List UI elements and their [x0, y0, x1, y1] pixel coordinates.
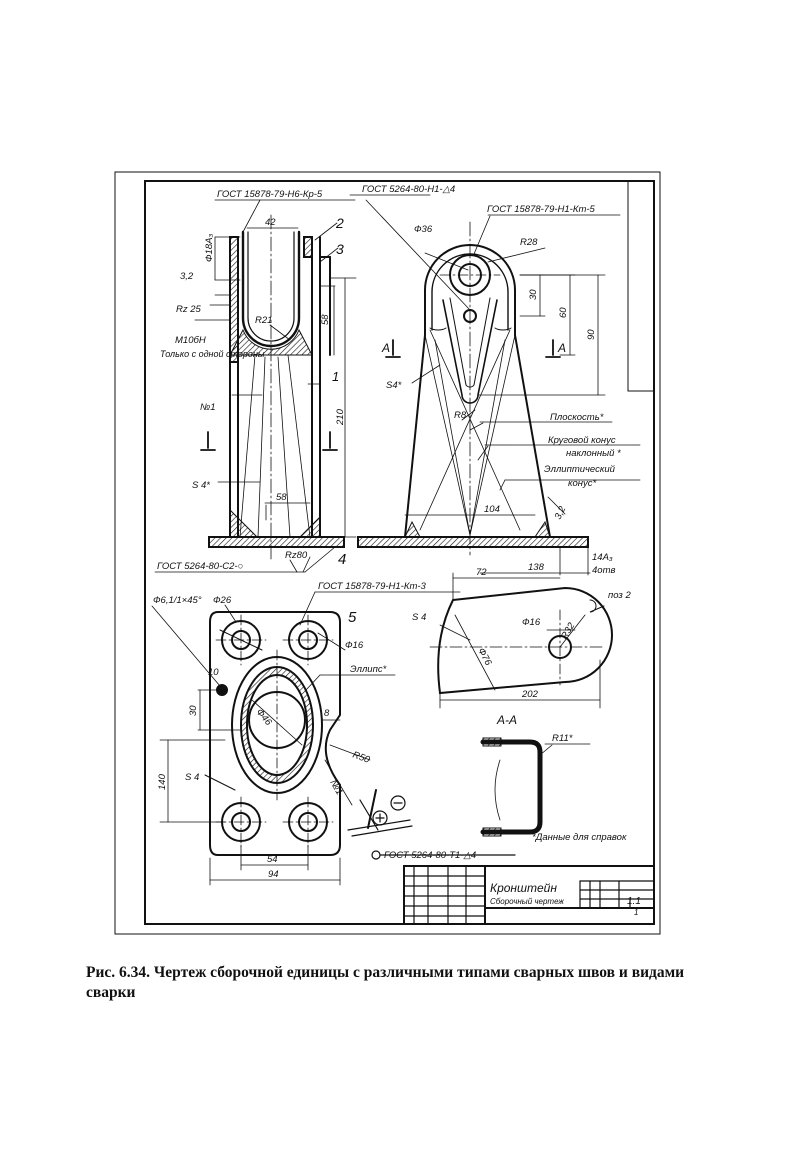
- label-detail-pos2: поз 2: [608, 590, 631, 601]
- dim-90: 90: [586, 329, 597, 340]
- note-reference-data: *Данные для справок: [532, 832, 627, 843]
- detail-arrow-icon: [589, 599, 605, 613]
- assembly-drawing-sheet: ГОСТ 15878-79-Н6-Кр-5 ГОСТ 5264-80-Н1-△4…: [114, 171, 661, 935]
- dim-d26: Ф26: [213, 595, 232, 606]
- label-section-a-a: А-А: [496, 713, 517, 727]
- dim-138: 138: [528, 562, 545, 573]
- title-block-frame: [403, 865, 655, 925]
- dim-r11: R11*: [552, 733, 573, 744]
- note-ellipse: Эллипс*: [350, 664, 387, 675]
- dim-d16-detail: Ф16: [522, 617, 541, 628]
- dim-60: 60: [558, 307, 569, 318]
- dim-30: 30: [528, 289, 539, 300]
- part-number-1: 1: [332, 369, 339, 384]
- dim-3-2-side: 3,2: [553, 504, 569, 521]
- note-circular-cone-1: Круговой конус: [548, 435, 616, 446]
- front-base-plate: [208, 536, 345, 548]
- dim-s4-side: S4*: [386, 380, 402, 391]
- plan-view: [209, 611, 341, 856]
- label-section-a-right: А: [557, 341, 566, 355]
- dim-s4-detail: S 4: [412, 612, 426, 623]
- dim-d76: Ф76: [475, 646, 494, 668]
- part-number-3: 3: [336, 241, 344, 257]
- dim-58-horizontal: 58: [276, 492, 287, 503]
- weld-standard-top-right: ГОСТ 15878-79-Н1-Кт-5: [487, 204, 596, 215]
- detail-pos2: [437, 586, 613, 695]
- dim-72: 72: [476, 567, 487, 578]
- title-block-name: Кронштейн: [490, 881, 557, 895]
- dim-140: 140: [157, 773, 168, 790]
- dim-58-vertical: 58: [320, 314, 331, 325]
- side-view: [357, 244, 589, 548]
- plan-outline: [209, 611, 341, 856]
- side-base-plate: [357, 536, 589, 548]
- dim-d36: Ф36: [414, 224, 433, 235]
- section-a-a: [480, 737, 543, 837]
- frame-corner-box: [627, 180, 655, 392]
- dim-chamfer: Ф6,1/1×45°: [153, 595, 202, 606]
- dim-hole-18: Ф18А₃: [204, 234, 215, 262]
- weld-standard-bottom-left: ГОСТ 5264-80-С2-○: [157, 561, 243, 572]
- dim-4-holes: 4отв: [592, 565, 615, 576]
- dim-thread: М10бН: [175, 335, 206, 346]
- note-one-side: Только с одной стороны: [160, 349, 265, 359]
- weld-number-1: №1: [200, 402, 216, 413]
- dim-30-plan: 30: [188, 705, 199, 716]
- front-view: [208, 214, 345, 561]
- dim-r28: R28: [520, 237, 538, 248]
- welding-symbol: [347, 789, 516, 860]
- dim-r50: R50: [351, 749, 372, 766]
- part-number-2: 2: [335, 215, 344, 231]
- right-hatched-plate: [303, 236, 313, 258]
- sheet-outer-border: [114, 171, 661, 935]
- note-elliptic-cone-2: конус*: [568, 478, 596, 489]
- title-block-sheet: 1: [634, 908, 638, 917]
- dim-rz80: Rz80: [285, 550, 308, 561]
- weld-standard-plan: ГОСТ 15878-79-Н1-Кт-3: [318, 581, 427, 592]
- dim-104: 104: [484, 504, 500, 515]
- note-plane: Плоскость*: [550, 412, 604, 423]
- dim-r21: R21: [255, 315, 272, 326]
- weld-standard-top-mid: ГОСТ 5264-80-Н1-△4: [362, 184, 455, 195]
- dim-210: 210: [335, 408, 346, 426]
- dim-10: 10: [208, 667, 219, 678]
- plus-terminal: [372, 810, 388, 826]
- u-shaped-insert: [241, 230, 301, 348]
- dim-r8: R8: [454, 410, 467, 421]
- dim-s4-plan: S 4: [185, 772, 199, 783]
- dim-54: 54: [267, 854, 278, 865]
- note-elliptic-cone-1: Эллиптический: [544, 464, 616, 475]
- dim-94: 94: [268, 869, 279, 880]
- title-block-scale: 1:1: [627, 896, 641, 907]
- dim-d16-plan: Ф16: [345, 640, 364, 651]
- dim-42: 42: [265, 217, 276, 228]
- dim-roughness-32: 3,2: [180, 271, 194, 282]
- weld-standard-top-left: ГОСТ 15878-79-Н6-Кр-5: [217, 189, 323, 200]
- section-profile: [480, 739, 543, 835]
- minus-terminal: [390, 795, 406, 811]
- weld-number-1-plan: №1: [327, 778, 344, 797]
- dim-rz25: Rz 25: [176, 304, 202, 315]
- label-section-a-left: А: [381, 341, 390, 355]
- detail-plate-outline: [437, 586, 613, 695]
- note-circular-cone-2: наклонный *: [566, 448, 621, 459]
- dim-14a3: 14А₃: [592, 552, 613, 563]
- weld-standard-bottom: ГОСТ 5264-80-Т1-△4: [384, 850, 476, 861]
- figure-caption: Рис. 6.34. Чертеж сборочной единицы с ра…: [86, 964, 685, 1001]
- sheet-frame: [144, 180, 655, 925]
- title-block: [403, 865, 655, 925]
- part-number-5: 5: [348, 609, 357, 626]
- dim-8: 8: [324, 708, 330, 719]
- dim-r32-detail: R32: [559, 620, 578, 641]
- part-number-4: 4: [338, 551, 346, 568]
- title-block-doc-type: Сборочный чертеж: [490, 897, 564, 906]
- dim-s4-front: S 4*: [192, 480, 210, 491]
- dim-202: 202: [521, 689, 539, 700]
